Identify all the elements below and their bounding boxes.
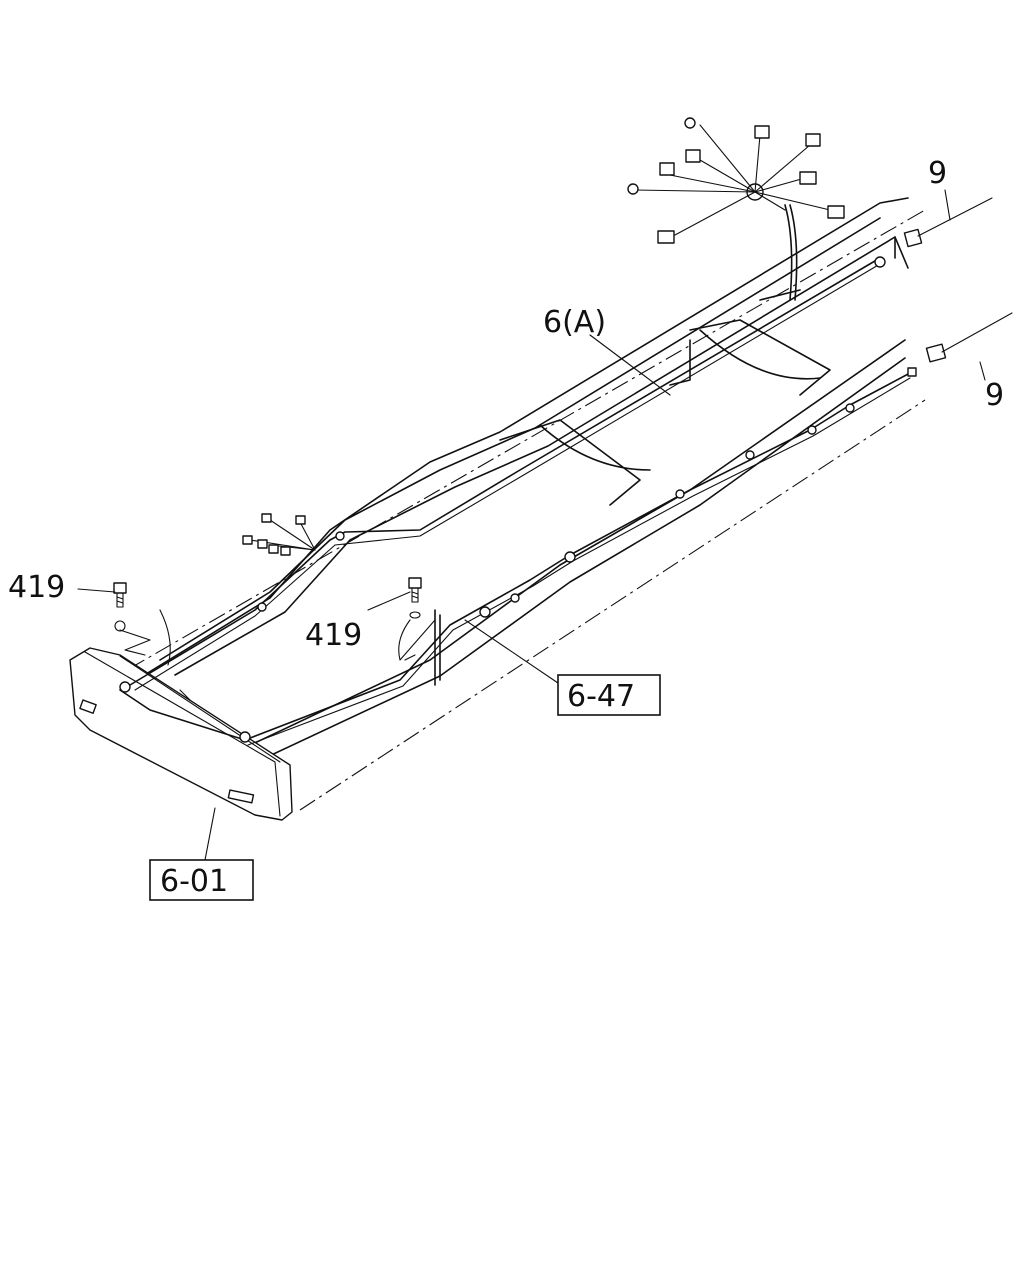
label-ref-box-front: 6-01 bbox=[160, 864, 228, 899]
ref-box-front bbox=[149, 859, 254, 901]
leader-lines bbox=[77, 189, 986, 861]
grommet-right-icon bbox=[925, 312, 1013, 363]
front-connector-cluster bbox=[242, 513, 316, 556]
main-harness bbox=[119, 204, 917, 746]
ground-straps bbox=[114, 609, 436, 666]
rear-connector-cluster bbox=[627, 117, 845, 244]
center-lines bbox=[74, 209, 926, 811]
chassis-frame bbox=[119, 197, 909, 766]
label-ref-box-center: 6-47 bbox=[567, 679, 635, 714]
label-bolt-left: 419 bbox=[8, 570, 65, 605]
bolt-left-icon bbox=[113, 582, 127, 608]
label-grommet-top: 9 bbox=[928, 156, 947, 191]
label-main-harness: 6(A) bbox=[543, 305, 606, 340]
label-bolt-center: 419 bbox=[305, 618, 362, 653]
label-grommet-right: 9 bbox=[985, 378, 1004, 413]
bolt-center-icon bbox=[408, 577, 422, 619]
ref-box-center bbox=[557, 674, 661, 716]
grommet-top-icon bbox=[903, 197, 993, 248]
